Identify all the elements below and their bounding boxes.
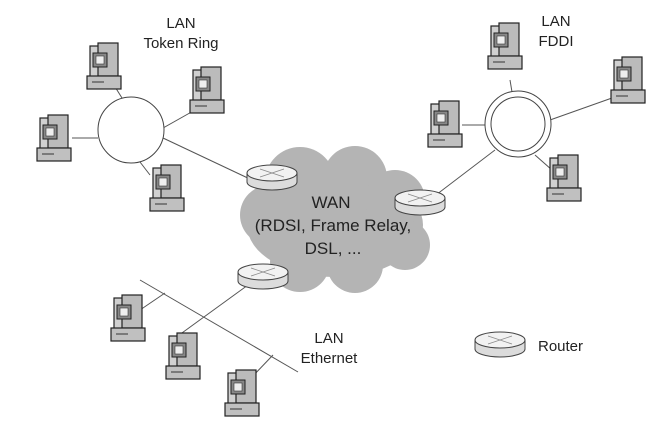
ethernet-label-type: Ethernet: [301, 350, 359, 367]
computer-icon: [110, 294, 146, 342]
fddi-ring: [484, 90, 552, 158]
computer-icon: [487, 22, 523, 70]
ethernet-label-lan: LAN: [314, 330, 343, 347]
wan-technologies-cont: DSL, ...: [305, 239, 362, 258]
fddi-label-lan: LAN: [541, 13, 570, 30]
wan-technologies: (RDSI, Frame Relay,: [255, 216, 412, 235]
router-icon: [237, 263, 289, 290]
wan-label: WAN: [311, 193, 350, 212]
computer-icon: [86, 42, 122, 90]
legend-router-icon: [474, 331, 526, 358]
token-ring: [97, 96, 165, 164]
computer-icon: [189, 66, 225, 114]
fddi-label-type: FDDI: [539, 33, 574, 50]
computer-icon: [36, 114, 72, 162]
token-ring-label-type: Token Ring: [143, 35, 218, 52]
router-icon: [394, 189, 446, 216]
computer-icon: [224, 369, 260, 417]
computer-icon: [610, 56, 646, 104]
computer-icon: [546, 154, 582, 202]
token-ring-label-lan: LAN: [166, 15, 195, 32]
computer-icon: [427, 100, 463, 148]
computer-icon: [149, 164, 185, 212]
computer-icon: [165, 332, 201, 380]
legend-router-label: Router: [538, 338, 583, 355]
router-icon: [246, 164, 298, 191]
